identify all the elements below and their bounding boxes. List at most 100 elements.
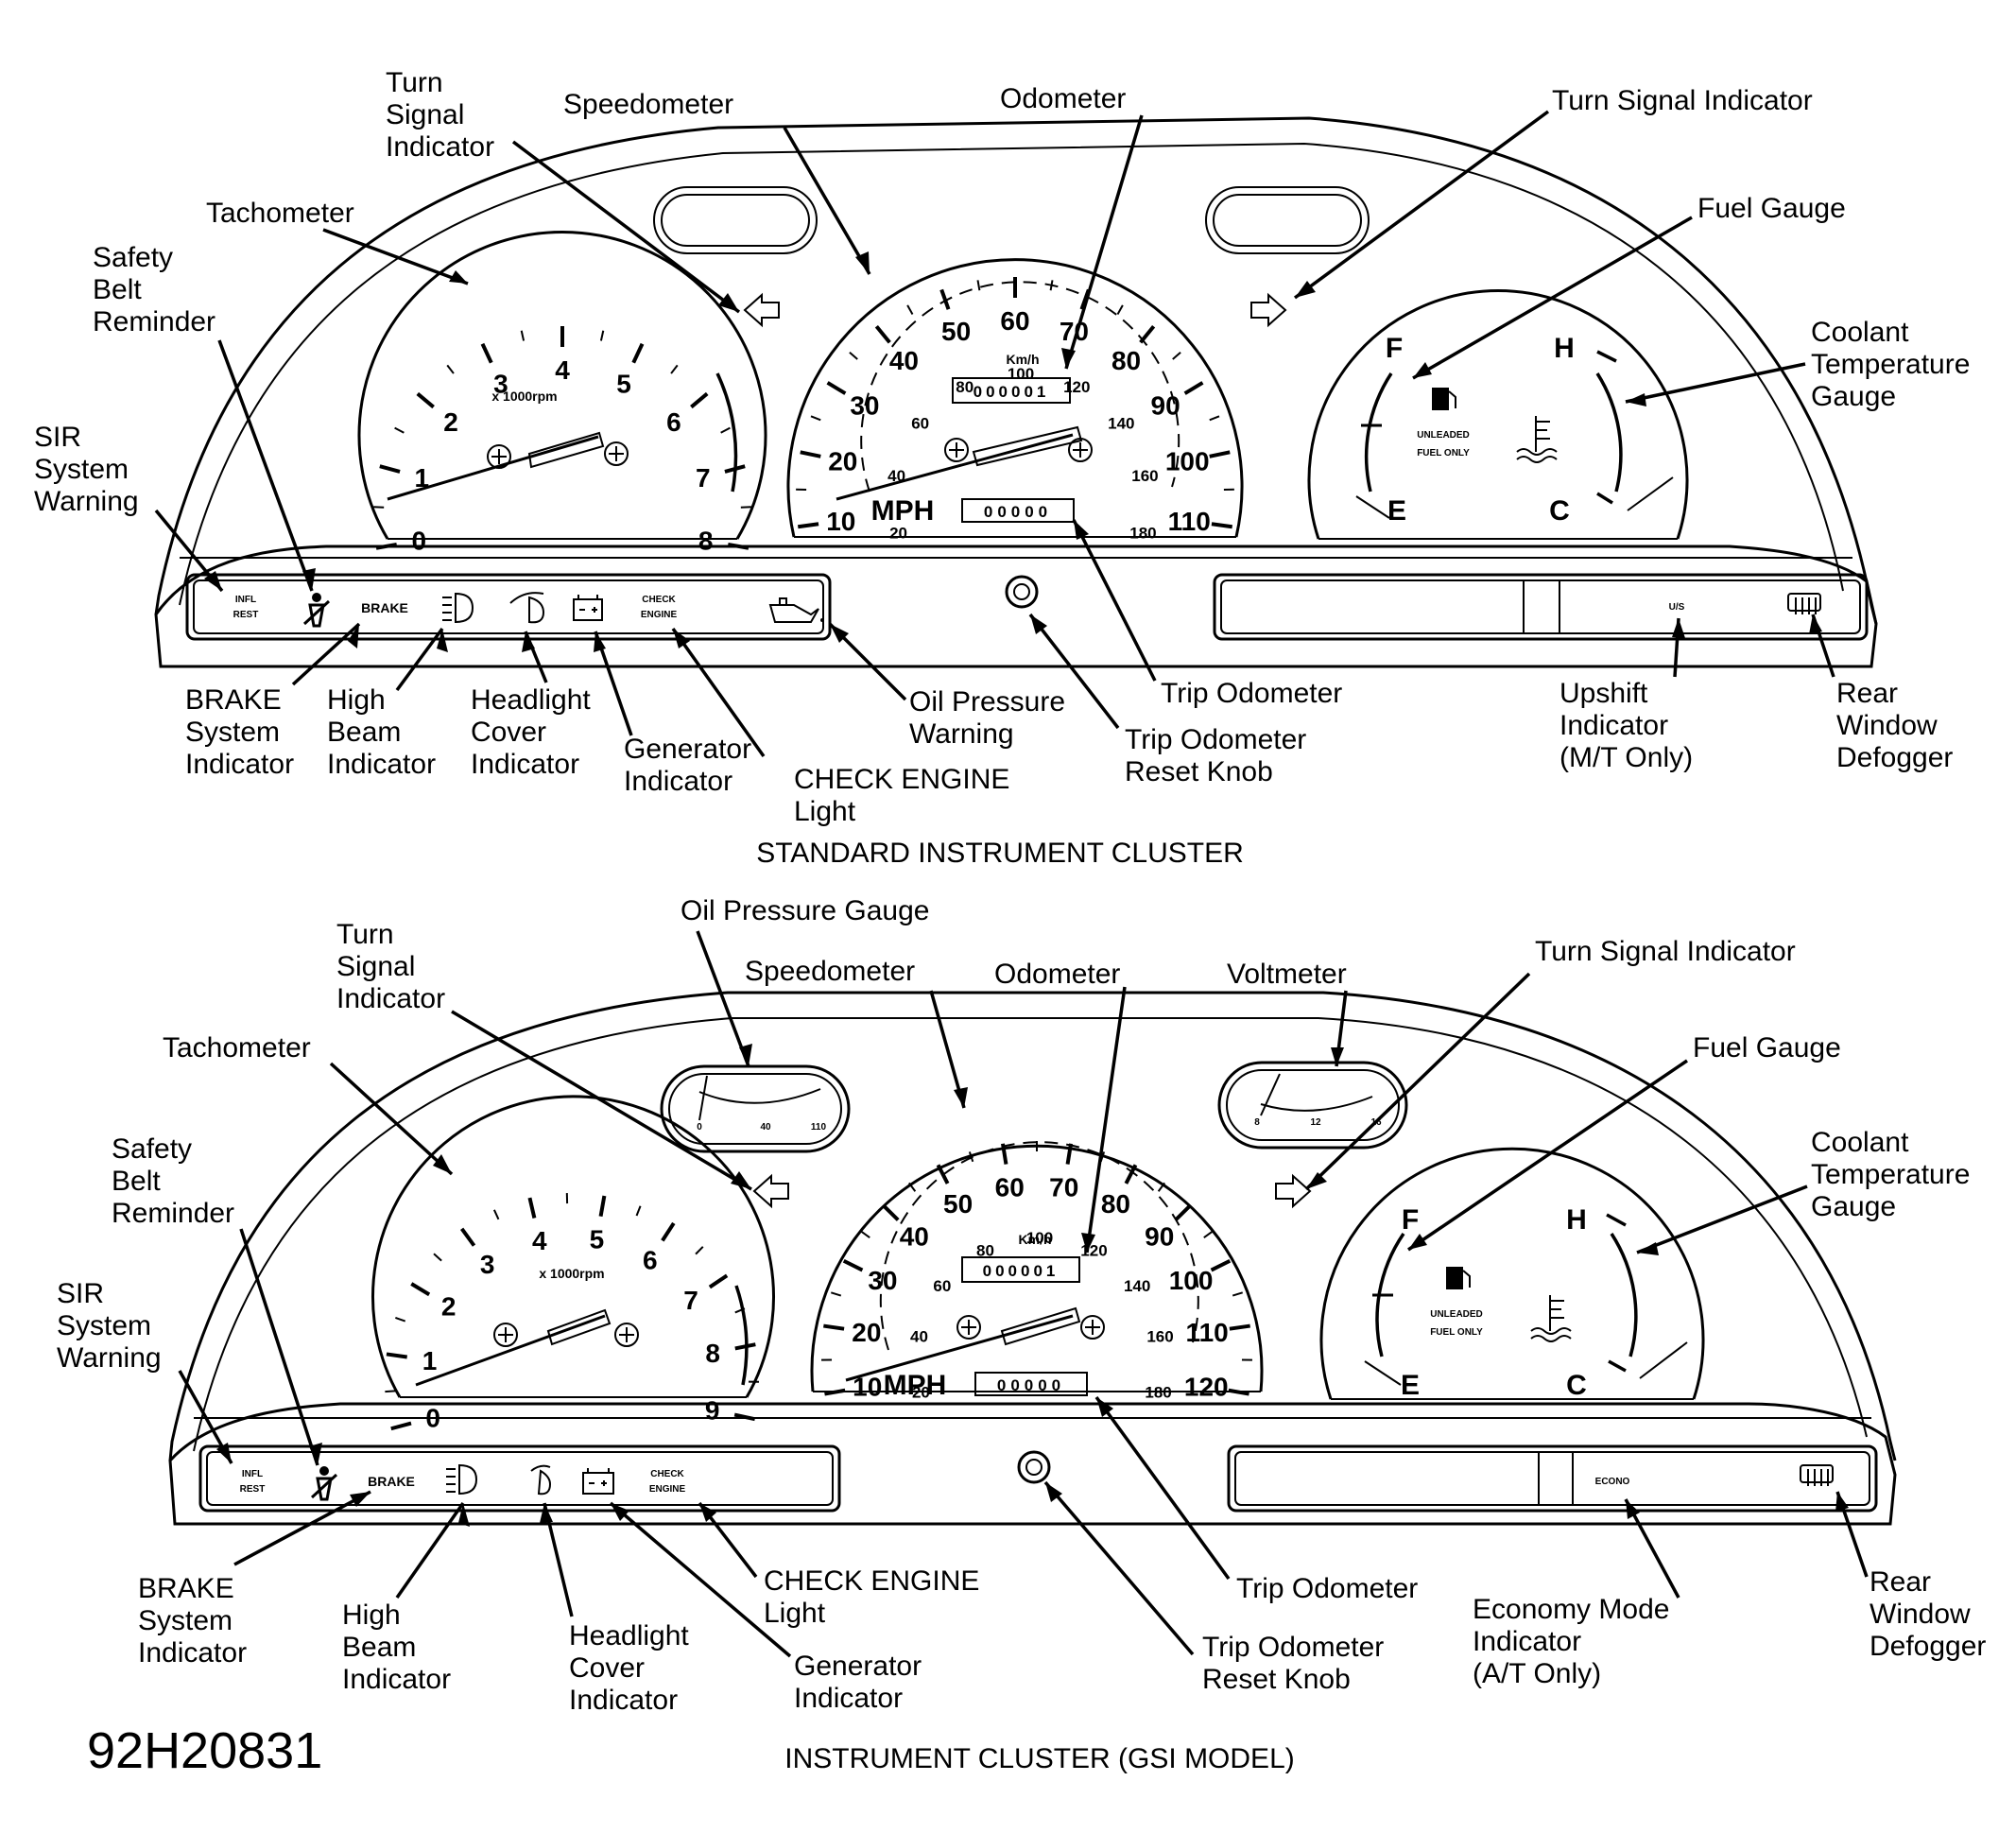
odometer-reading: 000001 xyxy=(974,383,1050,401)
gsi-callout-economy: Economy Mode Indicator (A/T Only) xyxy=(1473,1594,1678,1689)
std-tach-tick xyxy=(724,464,746,474)
std-tach-tick xyxy=(720,426,731,434)
std-kmh-number: 180 xyxy=(1129,525,1156,543)
odometer-window xyxy=(952,377,1071,404)
standard-right-telltale-panel xyxy=(1213,573,1869,641)
rear-defogger-icon xyxy=(1787,593,1821,614)
gsi-callout-tachometer: Tachometer xyxy=(163,1032,311,1063)
std-kmh-number: 100 xyxy=(1008,365,1034,383)
gsi-speed-number: 40 xyxy=(900,1221,929,1251)
gsi-speed-number: 100 xyxy=(1169,1266,1214,1295)
standard-leader-lines xyxy=(154,110,1835,758)
std-speed-number: 20 xyxy=(828,447,857,476)
gsi-kmh-number: 20 xyxy=(912,1384,930,1402)
gsi-callout-speedometer: Speedometer xyxy=(745,956,915,987)
gsi-infl-rest-line2: REST xyxy=(240,1484,266,1495)
standard-fuel-temp-gauge: F E H C UNLEADED FUEL ONLY xyxy=(1307,289,1689,540)
gsi-leader-lines xyxy=(178,930,1869,1658)
std-speed-number: 50 xyxy=(941,317,971,346)
standard-housing-inner xyxy=(179,142,1844,606)
std-speed-tick xyxy=(1139,324,1156,344)
gsi-housing-outer xyxy=(168,991,1897,1461)
gsi-fuel-pump-icon xyxy=(1446,1267,1471,1289)
gsi-kmh-unit-label: Km/h xyxy=(1019,1232,1052,1247)
figure-code: 92H20831 xyxy=(87,1722,322,1779)
gsi-rear-defogger-icon xyxy=(1800,1464,1834,1486)
standard-top-slot-right xyxy=(1205,186,1370,254)
std-tach-tick xyxy=(379,464,401,474)
gsi-cluster-title: INSTRUMENT CLUSTER (GSI MODEL) xyxy=(784,1743,1295,1774)
gsi-fuel-note-line1: UNLEADED xyxy=(1430,1309,1483,1320)
gsi-fuel-note-line2: FUEL ONLY xyxy=(1430,1327,1483,1338)
fuel-full-label: F xyxy=(1386,333,1403,364)
standard-left-turn-arrow-icon xyxy=(743,292,780,328)
gsi-speed-tick xyxy=(1203,1230,1214,1238)
generator-battery-icon xyxy=(573,595,603,621)
gsi-tach-tick xyxy=(390,1421,412,1431)
fuel-note-line1: UNLEADED xyxy=(1417,430,1470,441)
std-tach-tick xyxy=(416,391,435,409)
std-kmh-number: 80 xyxy=(956,378,974,396)
gsi-generator-battery-icon xyxy=(582,1468,614,1495)
std-callout-coolant: Coolant Temperature Gauge xyxy=(1811,317,1978,412)
gsi-speed-tick xyxy=(1210,1258,1232,1272)
std-speed-number: 40 xyxy=(889,346,919,375)
trip-odometer-reading: 00000 xyxy=(984,503,1052,521)
gsi-callouts: Turn Signal Indicator Oil Pressure Gauge… xyxy=(57,895,1986,1779)
gsi-callout-turn-signal-right: Turn Signal Indicator xyxy=(1535,936,1796,967)
gsi-tach-tick xyxy=(734,1342,756,1351)
gsi-tach-number: 7 xyxy=(683,1286,698,1315)
gsi-housing-inner xyxy=(193,1017,1868,1452)
gsi-callout-check-engine: CHECK ENGINE Light xyxy=(764,1565,988,1629)
gsi-callout-turn-signal-left: Turn Signal Indicator xyxy=(336,919,445,1014)
fuel-empty-label: E xyxy=(1387,495,1406,527)
standard-callouts: Turn Signal Indicator Speedometer Odomet… xyxy=(34,67,1978,869)
std-tach-tick xyxy=(520,330,526,341)
gsi-kmh-number: 60 xyxy=(933,1277,951,1295)
infl-rest-line1: INFL xyxy=(235,595,256,605)
gsi-leader-arrowheads xyxy=(216,1044,1849,1527)
gsi-tach-number: 4 xyxy=(532,1226,547,1255)
gsi-callout-trip-reset: Trip Odometer Reset Knob xyxy=(1202,1632,1392,1695)
gsi-callout-generator: Generator Indicator xyxy=(794,1651,929,1714)
std-speed-number: 90 xyxy=(1151,391,1180,421)
gsi-kmh-number: 140 xyxy=(1124,1277,1150,1295)
std-kmh-number: 120 xyxy=(1063,378,1090,396)
std-kmh-number: 160 xyxy=(1131,467,1158,485)
std-speed-tick xyxy=(906,304,914,315)
gsi-trip-odometer-window xyxy=(974,1372,1088,1396)
gsi-kmh-number: 100 xyxy=(1026,1229,1053,1247)
gsi-speed-tick xyxy=(1065,1143,1073,1165)
gsi-brake-telltale-label: BRAKE xyxy=(368,1474,415,1489)
gsi-fuel-full-label: F xyxy=(1402,1204,1419,1236)
gsi-speed-tick xyxy=(936,1164,950,1185)
gsi-speed-tick xyxy=(882,1203,900,1221)
std-callout-generator: Generator Indicator xyxy=(624,734,759,797)
std-callout-brake: BRAKE System Indicator xyxy=(185,684,294,780)
fuel-note-line2: FUEL ONLY xyxy=(1417,448,1470,458)
gsi-speed-needle xyxy=(845,1314,1074,1382)
standard-cluster-title: STANDARD INSTRUMENT CLUSTER xyxy=(756,838,1244,869)
gsi-tach-number: 0 xyxy=(425,1403,440,1432)
gsi-odometer-reading: 000001 xyxy=(983,1262,1060,1280)
gsi-speed-tick xyxy=(1124,1164,1138,1185)
gsi-kmh-number: 180 xyxy=(1145,1384,1171,1402)
std-speed-tick xyxy=(800,450,821,458)
std-callout-sir: SIR System Warning xyxy=(34,422,139,517)
gsi-tach-number: 5 xyxy=(590,1224,605,1254)
std-tach-tick xyxy=(727,542,750,550)
std-tach-number: 3 xyxy=(493,369,508,398)
gsi-callout-fuel-gauge: Fuel Gauge xyxy=(1693,1032,1841,1063)
std-speed-tick xyxy=(1049,280,1054,291)
std-tach-tick xyxy=(631,342,645,364)
std-tach-tick xyxy=(394,426,405,434)
gsi-fuel-temp-gauge: F E H C UNLEADED FUEL ONLY xyxy=(1319,1147,1705,1401)
std-speed-tick xyxy=(1116,304,1124,315)
std-speed-number: 100 xyxy=(1165,447,1210,476)
gsi-trip-reset-knob xyxy=(1017,1450,1051,1484)
std-tach-tick xyxy=(599,330,605,341)
gsi-tach-tick xyxy=(635,1205,642,1217)
std-callout-trip-odometer: Trip Odometer xyxy=(1161,678,1342,709)
gsi-tach-unit-label: x 1000rpm xyxy=(539,1266,604,1281)
